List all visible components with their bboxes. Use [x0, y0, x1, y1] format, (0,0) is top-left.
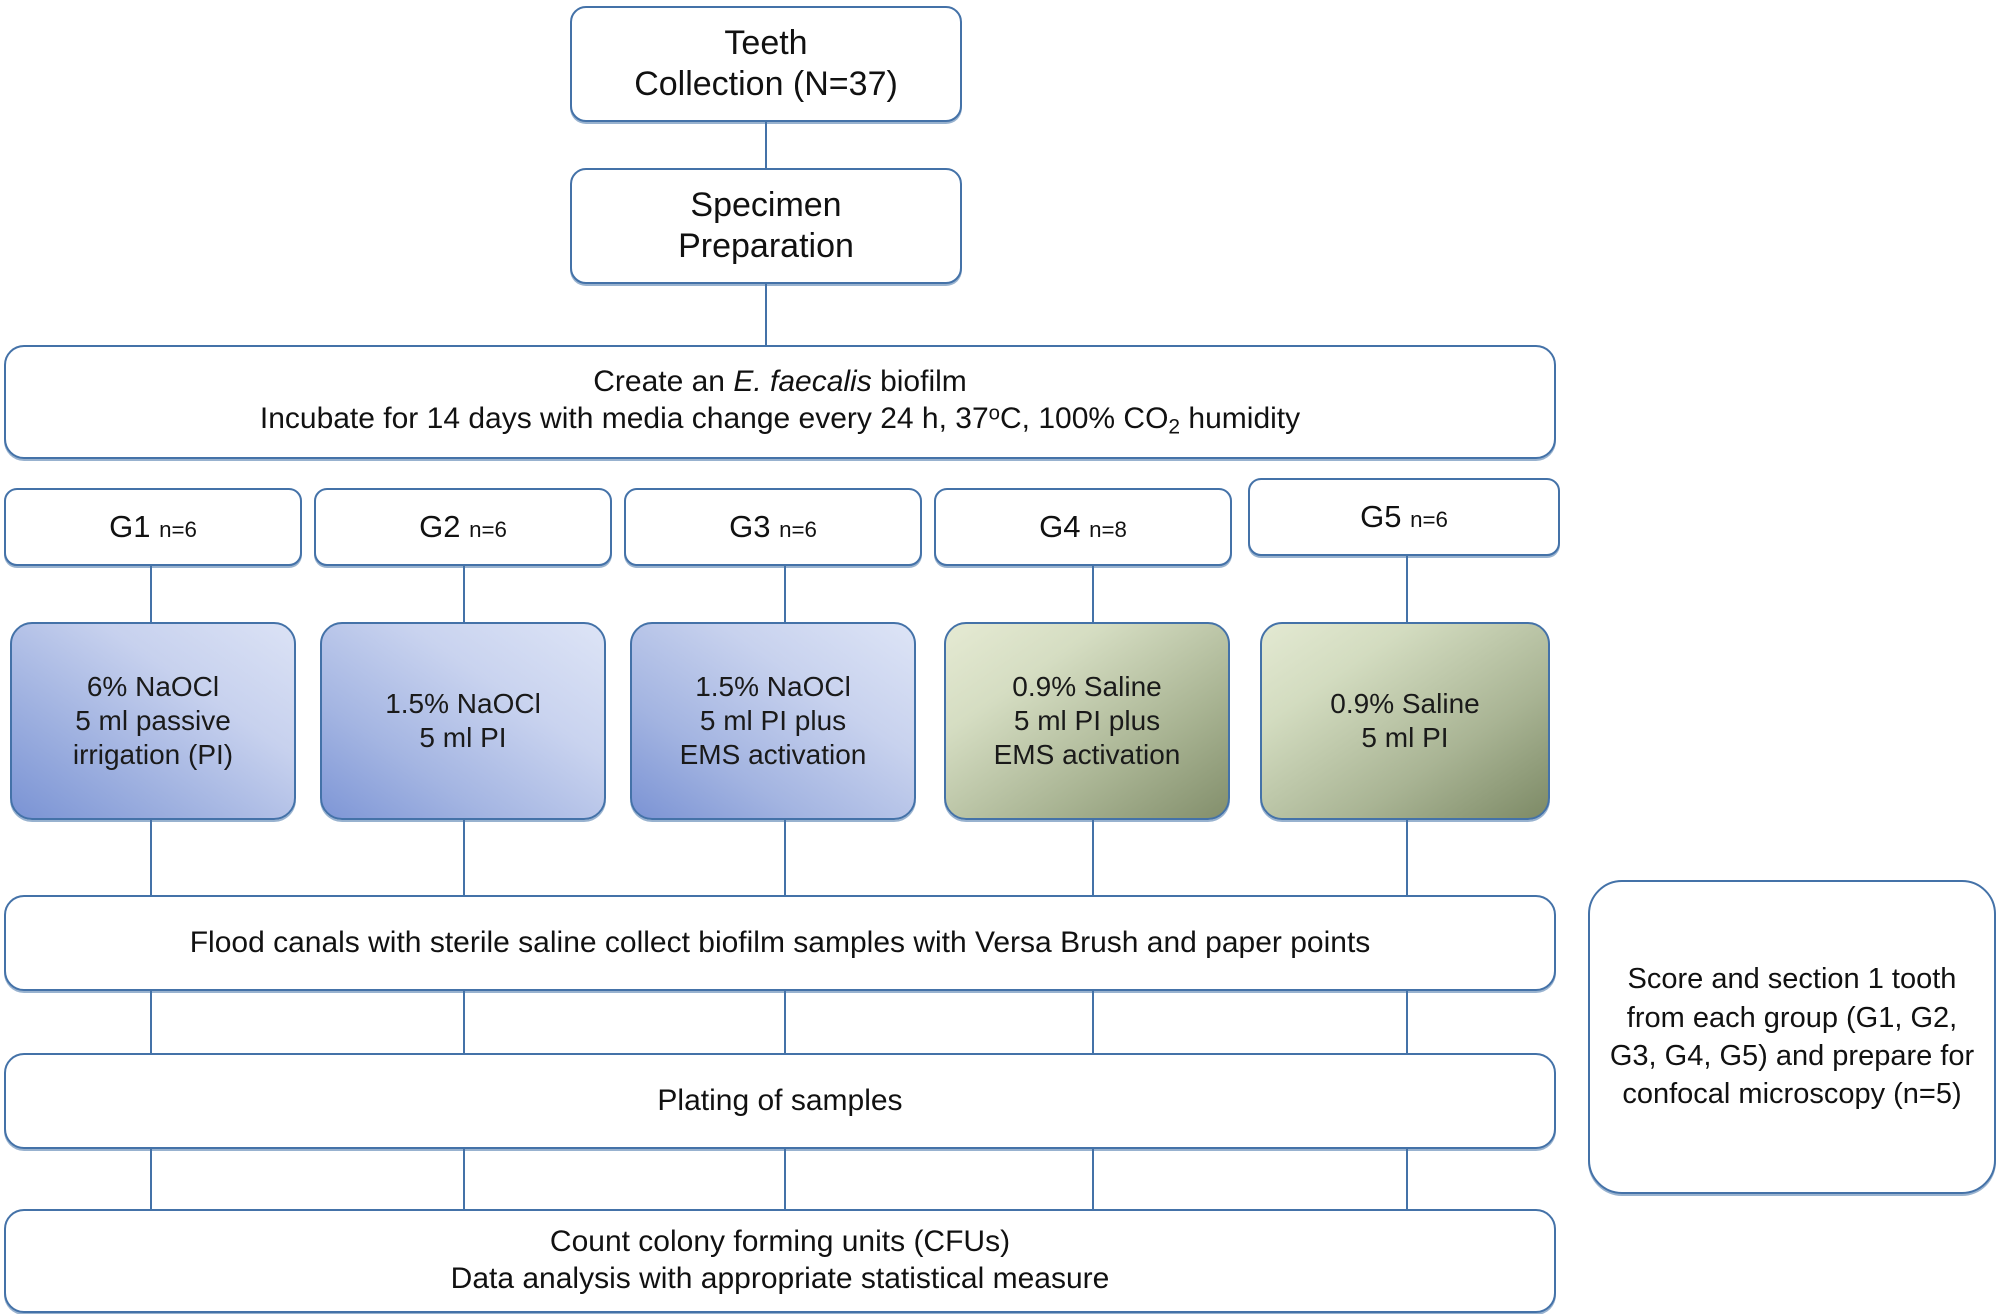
node-confocal-microscopy[interactable]: Score and section 1 tooth from each grou… — [1588, 880, 1996, 1194]
node-group-g3[interactable]: G3 n=6 — [624, 488, 922, 566]
connector-g1-to-treatment — [150, 565, 152, 625]
connector-plating-to-count-1 — [150, 1148, 152, 1210]
group-g3-label: G3 — [729, 509, 771, 545]
treatment-g2-line1: 1.5% NaOCl — [385, 687, 541, 719]
node-create-biofilm[interactable]: Create an E. faecalis biofilm Incubate f… — [4, 345, 1556, 459]
group-g5-label: G5 — [1360, 499, 1402, 535]
connector-plating-to-count-5 — [1406, 1148, 1408, 1210]
biofilm-line2-a: Incubate for 14 days with media change e… — [259, 401, 989, 435]
group-g2-label: G2 — [419, 509, 461, 545]
connector-treatment-g1-to-flood — [150, 820, 152, 898]
connector-specimen-to-biofilm — [765, 283, 767, 346]
node-flood-canals-text: Flood canals with sterile saline collect… — [189, 925, 1371, 959]
group-g2-text: G2 n=6 — [316, 508, 610, 546]
group-g1-text: G1 n=6 — [6, 508, 300, 546]
connector-teeth-to-specimen — [765, 121, 767, 169]
group-g3-n: n=6 — [779, 517, 817, 543]
node-group-g2[interactable]: G2 n=6 — [314, 488, 612, 566]
count-line2: Data analysis with appropriate statistic… — [450, 1262, 1110, 1295]
node-group-g4[interactable]: G4 n=8 — [934, 488, 1232, 566]
treatment-g3-line2: 5 ml PI plus — [699, 704, 847, 736]
node-create-biofilm-text: Create an E. faecalis biofilm Incubate f… — [6, 364, 1554, 439]
connector-plating-to-count-2 — [463, 1148, 465, 1210]
node-plating-of-samples[interactable]: Plating of samples — [4, 1053, 1556, 1149]
group-g5-n: n=6 — [1410, 507, 1448, 533]
specimen-line1: Specimen — [690, 185, 842, 224]
treatment-g1-line2: 5 ml passive — [75, 704, 231, 736]
node-group-g1[interactable]: G1 n=6 — [4, 488, 302, 566]
treatment-g5-line2: 5 ml PI — [1361, 722, 1449, 753]
biofilm-line1: Create an E. faecalis biofilm — [593, 365, 967, 398]
treatment-g3-line1: 1.5% NaOCl — [695, 670, 851, 702]
connector-treatment-g3-to-flood — [784, 820, 786, 898]
treatment-g4-line2: 5 ml PI plus — [1013, 704, 1161, 736]
connector-flood-to-plating-1 — [150, 990, 152, 1054]
treatment-g4-line3: EMS activation — [993, 739, 1181, 771]
count-line1: Count colony forming units (CFUs) — [549, 1225, 1011, 1259]
node-plating-of-samples-text: Plating of samples — [657, 1083, 903, 1117]
connector-flood-to-plating-5 — [1406, 990, 1408, 1054]
node-confocal-microscopy-text: Score and section 1 tooth from each grou… — [1609, 963, 1975, 1111]
node-group-g5[interactable]: G5 n=6 — [1248, 478, 1560, 556]
connector-flood-to-plating-2 — [463, 990, 465, 1054]
connector-g4-to-treatment — [1092, 565, 1094, 625]
connector-g5-to-treatment — [1406, 555, 1408, 625]
biofilm-species-name: E. faecalis — [733, 365, 872, 399]
treatment-g3-line3: EMS activation — [679, 739, 867, 771]
group-g4-label: G4 — [1039, 509, 1081, 545]
treatment-g1-line3: irrigation (PI) — [72, 739, 234, 771]
treatment-g5-line1: 0.9% Saline — [1330, 687, 1480, 719]
biofilm-line1-pre: Create an — [593, 365, 734, 399]
teeth-line2: Collection (N=37) — [634, 65, 898, 103]
connector-g2-to-treatment — [463, 565, 465, 625]
connector-plating-to-count-4 — [1092, 1148, 1094, 1210]
treatment-g1-line1: 6% NaOCl — [86, 670, 220, 702]
connector-flood-to-plating-3 — [784, 990, 786, 1054]
connector-treatment-g2-to-flood — [463, 820, 465, 898]
teeth-line1: Teeth — [724, 23, 808, 62]
treatment-g2-line2: 5 ml PI — [419, 722, 507, 753]
node-count-cfus[interactable]: Count colony forming units (CFUs)Data an… — [4, 1209, 1556, 1313]
group-g3-text: G3 n=6 — [626, 508, 920, 546]
group-g1-label: G1 — [109, 509, 151, 545]
connector-treatment-g5-to-flood — [1406, 820, 1408, 898]
specimen-line2: Preparation — [678, 227, 854, 265]
connector-plating-to-count-3 — [784, 1148, 786, 1210]
node-count-cfus-text: Count colony forming units (CFUs)Data an… — [6, 1224, 1554, 1297]
group-g5-text: G5 n=6 — [1250, 498, 1558, 536]
group-g1-n: n=6 — [159, 517, 197, 543]
group-g2-n: n=6 — [469, 517, 507, 543]
co2-subscript: 2 — [1168, 415, 1181, 439]
connector-treatment-g4-to-flood — [1092, 820, 1094, 898]
treatment-g4-line1: 0.9% Saline — [1012, 670, 1162, 702]
biofilm-line1-post: biofilm — [871, 365, 967, 399]
group-g4-text: G4 n=8 — [936, 508, 1230, 546]
biofilm-line2-b: C, 100% CO — [1000, 401, 1169, 435]
group-g4-n: n=8 — [1089, 517, 1127, 543]
biofilm-line2: Incubate for 14 days with media change e… — [259, 401, 1301, 439]
connector-g3-to-treatment — [784, 565, 786, 625]
biofilm-line2-c: humidity — [1180, 401, 1301, 435]
node-flood-canals[interactable]: Flood canals with sterile saline collect… — [4, 895, 1556, 991]
connector-flood-to-plating-4 — [1092, 990, 1094, 1054]
degree-symbol: o — [988, 402, 1000, 425]
